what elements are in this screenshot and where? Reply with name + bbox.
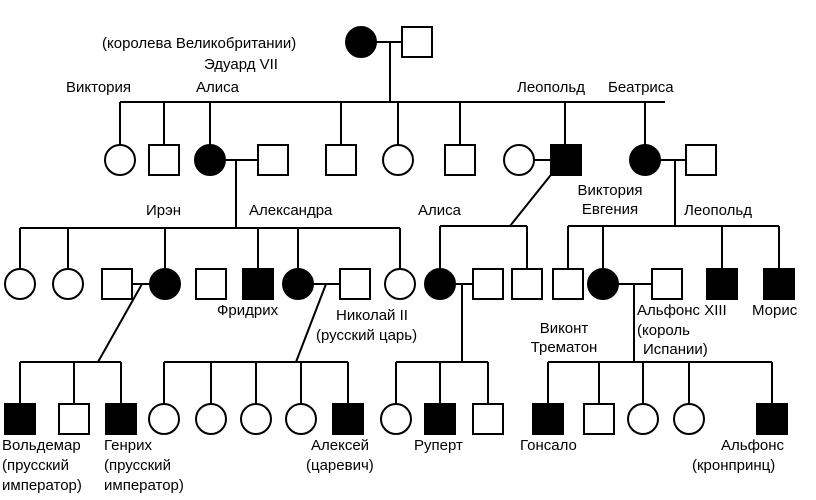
label-alexei-line1: Алексей	[311, 437, 370, 454]
female-affected-symbol	[587, 268, 619, 300]
female-symbol	[195, 403, 227, 435]
female-symbol	[673, 403, 705, 435]
label-victoria-eugenie-line1: Виктория	[577, 182, 643, 199]
label-irene: Ирэн	[146, 202, 182, 219]
male-affected-symbol	[424, 403, 456, 435]
connector-lines	[19, 41, 780, 404]
female-affected-symbol	[194, 144, 226, 176]
female-symbol	[240, 403, 272, 435]
male-symbol	[685, 144, 717, 176]
male-symbol	[325, 144, 357, 176]
female-symbol	[384, 268, 416, 300]
male-symbol	[511, 268, 543, 300]
female-symbol	[52, 268, 84, 300]
label-alfonso-crown-prince-line2: (кронпринц)	[692, 457, 776, 474]
male-symbol	[257, 144, 289, 176]
male-affected-symbol	[706, 268, 738, 300]
male-symbol	[583, 403, 615, 435]
female-symbol	[4, 268, 36, 300]
label-viscount-line2: Трематон	[530, 339, 598, 356]
male-affected-symbol	[4, 403, 36, 435]
pedigree-symbols	[4, 26, 795, 435]
label-alfonso-xiii-line2: (король	[637, 322, 690, 339]
label-beatrice: Беатриса	[608, 79, 674, 96]
male-symbol	[472, 268, 504, 300]
male-symbol	[552, 268, 584, 300]
female-affected-symbol	[424, 268, 456, 300]
male-symbol	[148, 144, 180, 176]
male-symbol	[472, 403, 504, 435]
male-symbol	[101, 268, 133, 300]
label-alfonso-xiii-line1: Альфонс XIII	[637, 302, 727, 319]
male-affected-symbol	[105, 403, 137, 435]
female-symbol	[627, 403, 659, 435]
label-friedrich: Фридрих	[217, 302, 279, 319]
male-symbol	[195, 268, 227, 300]
female-symbol	[382, 144, 414, 176]
label-alfonso-crown-prince-line1: Альфонс	[721, 437, 785, 454]
label-victoria-g1: Виктория	[66, 79, 132, 96]
male-symbol	[401, 26, 433, 58]
label-alfonso-xiii-line3: Испании)	[643, 341, 708, 358]
label-waldemar-line2: (прусский	[2, 457, 69, 474]
descent-line-leopold	[509, 170, 555, 227]
label-leopold-g1: Леопольд	[517, 79, 585, 96]
female-affected-symbol	[149, 268, 181, 300]
male-symbol	[651, 268, 683, 300]
male-affected-symbol	[550, 144, 582, 176]
label-nicholas-line2: (русский царь)	[316, 327, 418, 344]
label-heinrich-line3: император)	[104, 477, 184, 494]
label-heinrich-line2: (прусский	[104, 457, 171, 474]
label-alice-g2: Алиса	[418, 202, 461, 219]
label-waldemar-line3: император)	[2, 477, 82, 494]
female-affected-symbol	[282, 268, 314, 300]
label-alexei-line2: (царевич)	[306, 457, 374, 474]
label-victoria-eugenie-line2: Евгения	[581, 201, 639, 218]
male-symbol	[339, 268, 371, 300]
male-affected-symbol	[756, 403, 788, 435]
label-gonzalo: Гонсало	[520, 437, 577, 454]
label-alice-g1: Алиса	[196, 79, 239, 96]
descent-line-alexandra	[295, 283, 327, 363]
male-affected-symbol	[242, 268, 274, 300]
female-symbol	[148, 403, 180, 435]
label-maurice: Морис	[752, 302, 798, 319]
label-waldemar-line1: Вольдемар	[2, 437, 81, 454]
female-affected-symbol	[629, 144, 661, 176]
female-symbol	[380, 403, 412, 435]
male-affected-symbol	[532, 403, 564, 435]
label-nicholas-line1: Николай II	[336, 307, 408, 324]
female-symbol	[104, 144, 136, 176]
female-symbol	[503, 144, 535, 176]
male-symbol	[58, 403, 90, 435]
label-alexandra: Александра	[249, 202, 333, 219]
male-affected-symbol	[763, 268, 795, 300]
label-rupert: Руперт	[414, 437, 463, 454]
label-viscount-line1: Виконт	[539, 320, 589, 337]
label-heinrich-line1: Генрих	[104, 437, 152, 454]
male-affected-symbol	[332, 403, 364, 435]
label-leopold-g2: Леопольд	[684, 202, 752, 219]
male-symbol	[444, 144, 476, 176]
female-symbol	[285, 403, 317, 435]
female-affected-symbol	[345, 26, 377, 58]
descent-line-irene	[97, 283, 143, 363]
label-queen-victoria: (королева Великобритании)	[102, 35, 297, 52]
label-edward-vii: Эдуард VII	[204, 56, 278, 73]
